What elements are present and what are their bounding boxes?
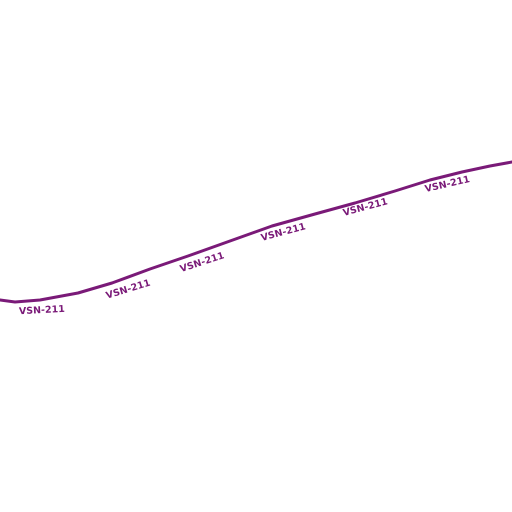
route-label: VSN-211	[179, 250, 226, 275]
route-label: VSN-211	[424, 174, 471, 195]
route-label: VSN-211	[260, 221, 307, 244]
road-vsn-211[interactable]	[0, 160, 512, 304]
route-label: VSN-211	[19, 304, 65, 317]
route-label: VSN-211	[105, 278, 152, 302]
